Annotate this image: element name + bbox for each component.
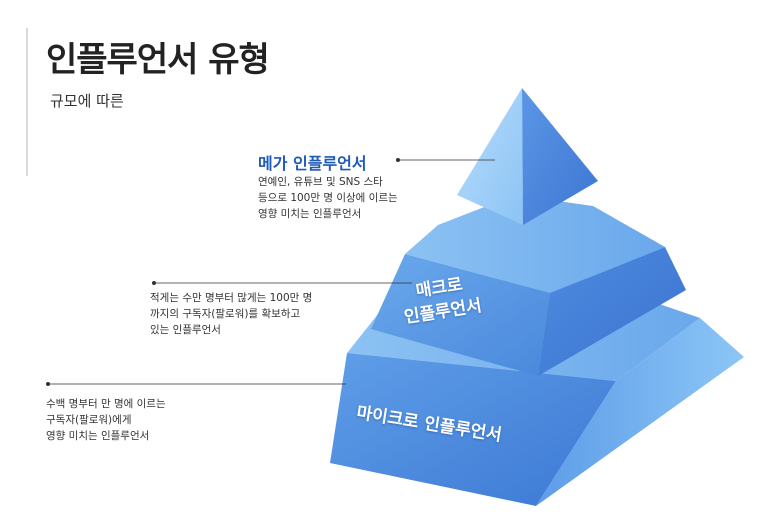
mega-tier-description: 연예인, 유튜브 및 SNS 스타 등으로 100만 명 이상에 이르는 영향 …	[258, 174, 398, 222]
macro-desc-line: 까지의 구독자(팔로워)를 확보하고	[150, 308, 301, 320]
mega-desc-line: 등으로 100만 명 이상에 이르는	[258, 192, 398, 204]
page-title: 인플루언서 유형	[46, 40, 270, 80]
micro-desc-line: 구독자(팔로워)에게	[46, 414, 132, 426]
mega-tier-title: 메가 인플루언서	[258, 154, 367, 173]
leader-lines	[46, 158, 495, 386]
mega-leader-dot	[396, 158, 400, 162]
side-rule	[26, 28, 28, 176]
macro-desc-line: 있는 인플루언서	[150, 324, 221, 336]
micro-tier-right-face	[536, 318, 744, 506]
mega-tier	[457, 88, 598, 225]
page-subtitle: 규모에 따른	[50, 92, 124, 110]
macro-leader-dot	[152, 281, 156, 285]
micro-tier-front-face	[330, 353, 616, 506]
micro-leader-dot	[46, 382, 50, 386]
mega-tier-left-face	[457, 88, 523, 225]
micro-desc-line: 영향 미치는 인플루언서	[46, 430, 150, 442]
micro-desc-line: 수백 명부터 만 명에 이르는	[46, 398, 166, 410]
mega-desc-line: 연예인, 유튜브 및 SNS 스타	[258, 176, 383, 188]
mega-desc-line: 영향 미치는 인플루언서	[258, 208, 362, 220]
macro-tier-right-face	[538, 247, 686, 376]
macro-tier	[371, 195, 686, 376]
macro-tier-shelf	[405, 195, 665, 293]
mega-tier-right-face	[522, 88, 598, 225]
micro-tier-description: 수백 명부터 만 명에 이르는 구독자(팔로워)에게 영향 미치는 인플루언서	[46, 396, 166, 444]
macro-tier-description: 적게는 수만 명부터 많게는 100만 명 까지의 구독자(팔로워)를 확보하고…	[150, 290, 312, 338]
macro-tier-front-face	[371, 254, 550, 376]
macro-desc-line: 적게는 수만 명부터 많게는 100만 명	[150, 292, 313, 304]
